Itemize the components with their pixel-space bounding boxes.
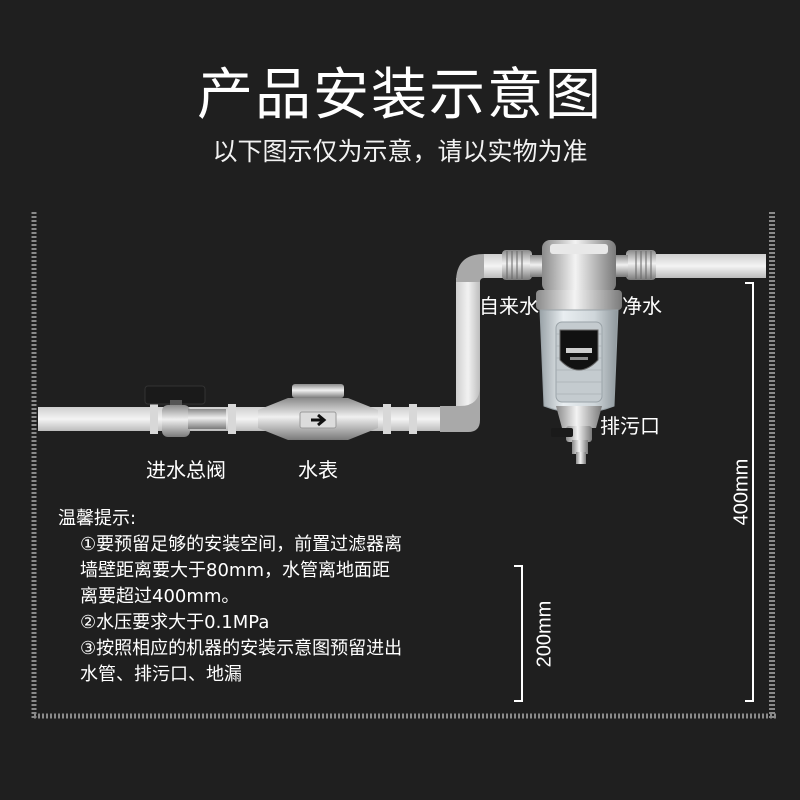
dimension-400-label: 400mm: [730, 459, 752, 526]
tips-line: ②水压要求大于0.1MPa: [80, 612, 270, 633]
page-title: 产品安装示意图: [197, 63, 603, 128]
dimension-400-bracket: [745, 282, 754, 702]
tips-line: ③按照相应的机器的安装示意图预留进出: [80, 638, 403, 659]
drain-outlet-label: 排污口: [600, 414, 660, 438]
water-meter-label: 水表: [298, 458, 338, 482]
dimension-200-bracket: [514, 565, 523, 702]
dimension-200-label: 200mm: [533, 601, 555, 668]
tips-heading: 温馨提示:: [58, 508, 137, 529]
pre-filter-icon: [502, 240, 656, 464]
inlet-pipe: [38, 404, 460, 434]
tips-line: ①要预留足够的安装空间，前置过滤器离: [80, 534, 403, 555]
tap-water-label: 自来水: [479, 294, 539, 318]
page-subtitle: 以下图示仅为示意，请以实物为准: [212, 137, 588, 166]
outlet-pipe: [652, 254, 766, 278]
room-outline: [31, 212, 776, 719]
inlet-valve-label: 进水总阀: [146, 458, 226, 482]
tips-line: 水管、排污口、地漏: [80, 664, 242, 685]
tips-block: 温馨提示: ①要预留足够的安装空间，前置过滤器离 墙壁距离要大于80mm，水管离…: [58, 506, 402, 688]
tips-line: 离要超过400mm。: [80, 586, 240, 607]
tips-line: 墙壁距离要大于80mm，水管离地面距: [80, 560, 390, 581]
inlet-valve-icon: [144, 385, 226, 437]
water-meter-icon: [258, 384, 378, 440]
clean-water-label: 净水: [622, 294, 662, 318]
riser-pipe: [440, 254, 506, 432]
